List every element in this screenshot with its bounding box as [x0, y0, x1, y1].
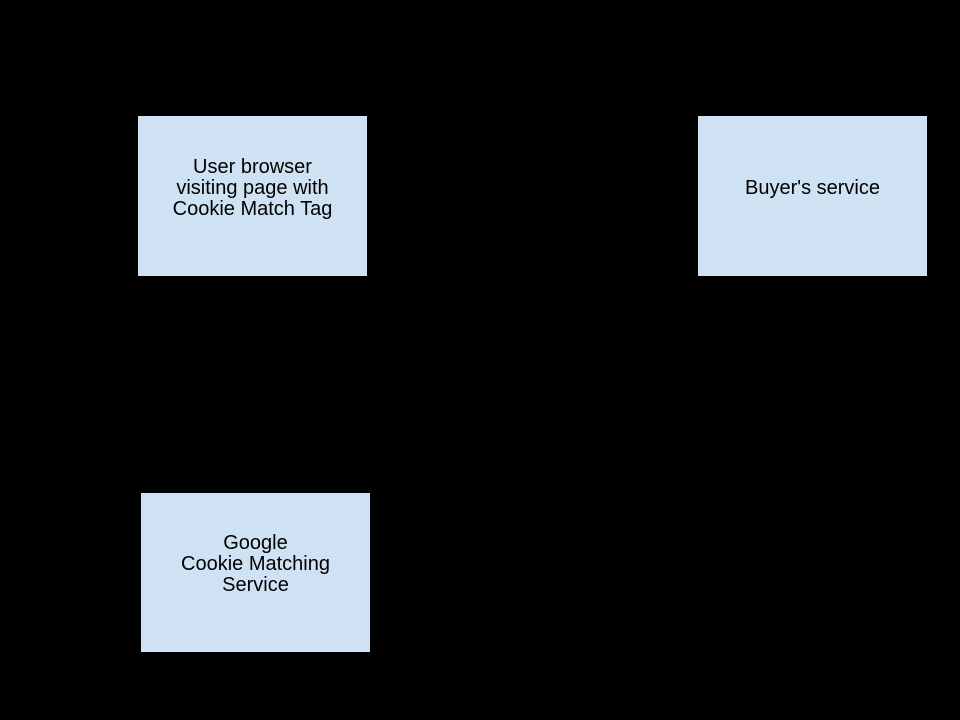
node-buyers-service-label: Buyer's service	[745, 176, 880, 199]
node-user-browser: User browser visiting page with Cookie M…	[137, 115, 368, 277]
node-user-browser-label: User browser visiting page with Cookie M…	[172, 155, 333, 220]
node-buyers-service: Buyer's service	[697, 115, 928, 277]
node-google-cookie-matching-service-label: Google Cookie Matching Service	[181, 532, 330, 596]
node-google-cookie-matching-service: Google Cookie Matching Service	[140, 492, 371, 653]
